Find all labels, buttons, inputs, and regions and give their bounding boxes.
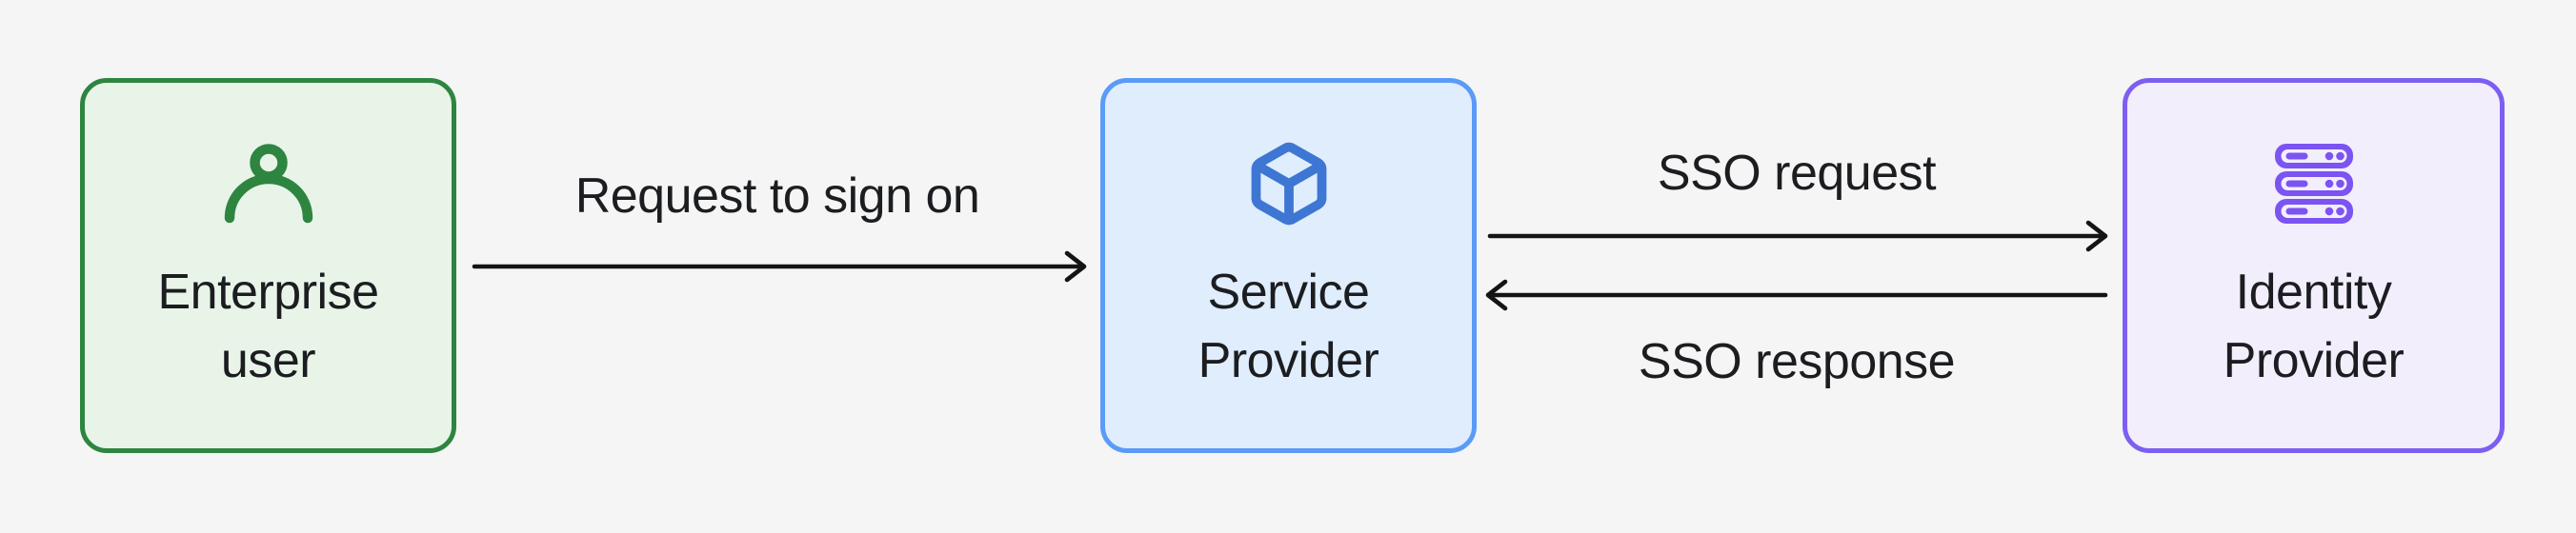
server-row: [2274, 199, 2353, 224]
server-icon-svg: [2274, 144, 2353, 224]
arrowhead-left-icon: [1485, 279, 1508, 311]
server-row: [2274, 171, 2353, 196]
user-icon: [221, 144, 316, 224]
arrowhead-right-icon: [1064, 250, 1087, 283]
node-enterprise-user: Enterprise user: [80, 78, 456, 453]
node-label-identity-provider: Identity Provider: [2223, 265, 2405, 388]
arrow-sso-request: [1487, 220, 2108, 252]
node-label-service-provider: Service Provider: [1197, 265, 1379, 388]
arrow-sso-response: [1485, 279, 2108, 311]
edge-label-request-to-sign-on: Request to sign on: [574, 168, 980, 224]
arrow-request-to-sign-on: [472, 250, 1087, 283]
edge-label-sso-request: SSO request: [1657, 146, 1937, 201]
user-icon-svg: [224, 144, 312, 224]
node-label-enterprise-user: Enterprise user: [157, 265, 380, 388]
node-service-provider: Service Provider: [1100, 78, 1477, 453]
cube-icon: [1245, 142, 1333, 226]
node-identity-provider: Identity Provider: [2123, 78, 2505, 453]
server-icon: [2274, 144, 2353, 224]
server-row: [2274, 144, 2353, 168]
cube-icon-svg: [1251, 142, 1326, 226]
arrowhead-right-icon: [2085, 220, 2108, 252]
edge-label-sso-response: SSO response: [1638, 334, 1956, 389]
